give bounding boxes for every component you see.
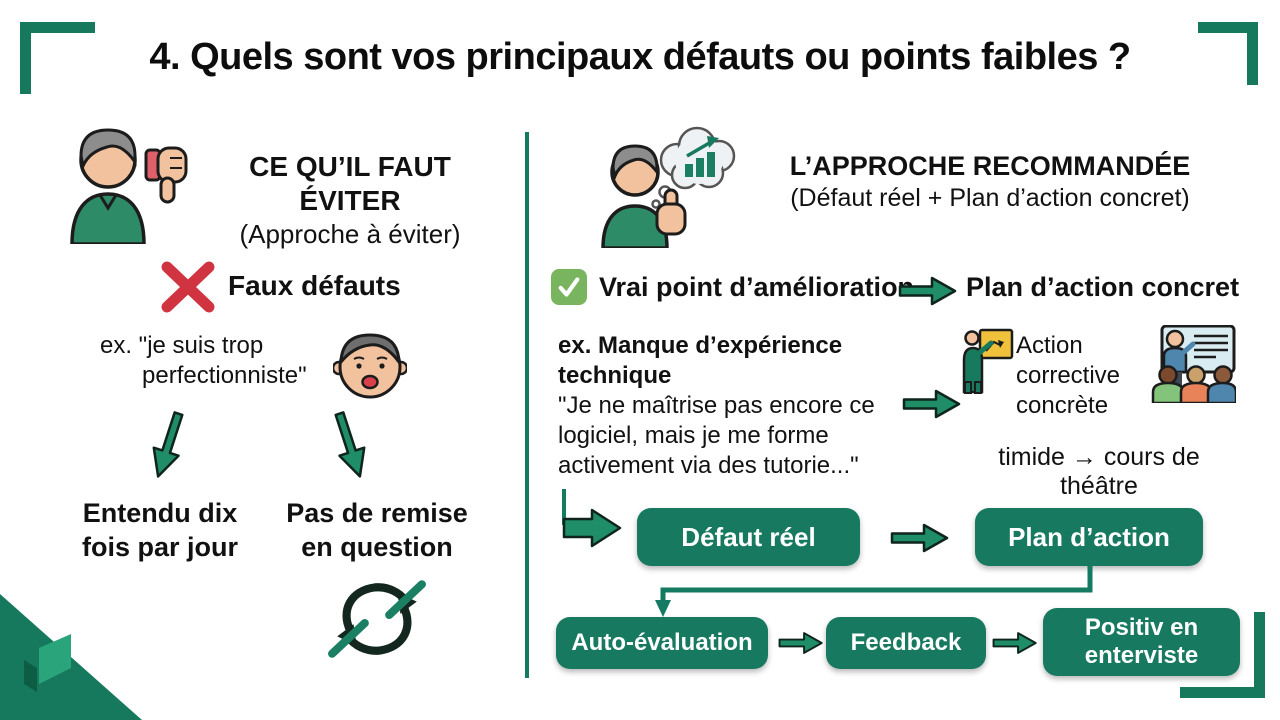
left-column-header: CE QU’IL FAUT ÉVITER (Approche à éviter): [195, 150, 505, 250]
check-label: Vrai point d’amélioration: [599, 272, 915, 302]
corner-bracket-top-right: [1198, 22, 1258, 85]
elbow-arrow-icon: [562, 489, 622, 548]
right-example-bold1: ex. Manque d’expérience: [558, 332, 843, 359]
corner-bracket-top-left: [20, 22, 95, 94]
talking-face-icon: [333, 333, 407, 399]
bad-label: Faux défauts: [228, 270, 401, 301]
left-example-line2: perfectionniste": [142, 362, 307, 389]
flow-step-plan-action: Plan d’action: [975, 508, 1203, 566]
no-repeat-cycle-icon: [328, 580, 426, 658]
consequence-1-line1: Entendu dix: [82, 498, 238, 528]
right-arrow-icon: [890, 523, 949, 553]
flow-step-positif-entrevue: Positiv en enterviste: [1043, 608, 1240, 676]
flow-step-auto-evaluation: Auto-évaluation: [556, 617, 768, 669]
left-heading: CE QU’IL FAUT ÉVITER: [249, 151, 451, 216]
checkbox-check-icon: [551, 269, 587, 305]
right-heading: L’APPROCHE RECOMMANDÉE: [789, 151, 1191, 181]
flow-step-defaut-reel: Défaut réel: [637, 508, 860, 566]
consequence-2-line2: en question: [301, 532, 453, 562]
action-line3: concrète: [1016, 392, 1109, 419]
right-example: ex. Manque d’expérience technique "Je ne…: [558, 331, 888, 481]
consequence-2-line1: Pas de remise: [286, 498, 468, 528]
transform-example: timide → cours de théâtre: [998, 443, 1200, 500]
action-text: Action corrective concrète: [1016, 331, 1136, 421]
right-quote-line3: activement via des tutorie...": [558, 452, 859, 479]
right-quote-line2: logiciel, mais je me forme: [558, 422, 829, 449]
flow-connector-line: [655, 564, 1093, 617]
classroom-training-icon: [1151, 325, 1236, 403]
right-quote-line1: "Je ne maîtrise pas encore ce: [558, 392, 875, 419]
consequence-1: Entendu dix fois par jour: [70, 496, 250, 564]
person-thumbs-down-icon: [70, 128, 188, 244]
person-thinking-thumbs-up-icon: [601, 126, 736, 248]
presenter-board-icon: [962, 328, 1014, 394]
page-title: 4. Quels sont vos principaux défauts ou …: [149, 36, 1131, 78]
left-example-line1: ex. "je suis trop: [100, 332, 264, 359]
right-arrow-icon: [778, 632, 823, 654]
right-arrow-icon: [898, 276, 957, 306]
flow-step-feedback: Feedback: [826, 617, 986, 669]
corner-bracket-bottom-right: [1180, 612, 1265, 698]
action-line1: Action: [1016, 332, 1083, 359]
x-icon: [161, 261, 215, 313]
check-result: Plan d’action concret: [966, 272, 1240, 302]
action-line2: corrective: [1016, 362, 1121, 389]
left-subheading: (Approche à éviter): [239, 219, 461, 249]
down-left-arrow-icon: [152, 411, 184, 478]
right-example-bold2: technique: [558, 362, 672, 389]
right-subheading: (Défaut réel + Plan d’action concret): [790, 184, 1190, 212]
column-divider: [525, 132, 529, 678]
book-logo-icon: [24, 634, 71, 692]
right-arrow-icon: [992, 632, 1037, 654]
left-example: ex. "je suis trop perfectionniste": [100, 331, 350, 391]
consequence-1-line2: fois par jour: [81, 532, 238, 562]
right-column-header: L’APPROCHE RECOMMANDÉE (Défaut réel + Pl…: [765, 150, 1215, 214]
right-arrow-icon: [902, 389, 961, 419]
consequence-2: Pas de remise en question: [282, 496, 472, 564]
down-right-arrow-icon: [334, 411, 366, 478]
